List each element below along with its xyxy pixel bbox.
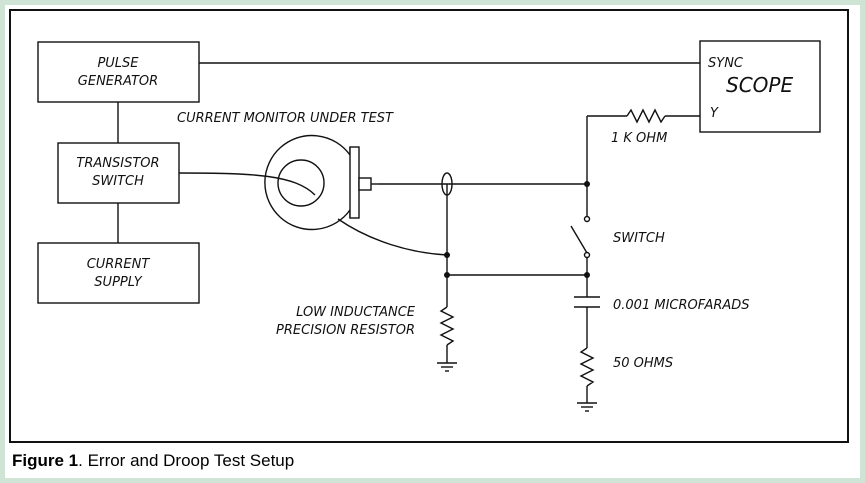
wire-primary-return bbox=[337, 218, 448, 256]
pulse-generator-block bbox=[37, 41, 200, 103]
precision-resistor-label-line1: LOW INDUCTANCE bbox=[296, 305, 416, 320]
resistor-50-icon bbox=[579, 347, 595, 387]
precision-resistor-icon bbox=[439, 306, 455, 346]
ground-icon-right bbox=[577, 402, 597, 412]
current-supply-label-line2: SUPPLY bbox=[94, 275, 142, 290]
pulse-generator-label-line2: GENERATOR bbox=[78, 74, 158, 89]
current-supply-label-line1: CURRENT bbox=[87, 257, 151, 272]
figure-caption-text: . Error and Droop Test Setup bbox=[78, 451, 295, 470]
pulse-generator-label-line1: PULSE bbox=[97, 56, 139, 71]
junction-dot bbox=[444, 272, 450, 278]
diagram-border bbox=[9, 9, 849, 443]
current-monitor-icon bbox=[264, 134, 379, 231]
switch-blade-icon bbox=[570, 225, 588, 254]
capacitor-label: 0.001 MICROFARADS bbox=[613, 298, 750, 313]
circuit-diagram: PULSE GENERATOR TRANSISTOR SWITCH CURREN… bbox=[9, 9, 849, 443]
scope-sync-label: SYNC bbox=[708, 56, 744, 71]
junction-dot bbox=[444, 252, 450, 258]
junction-dot bbox=[584, 181, 590, 187]
scope-y-label: Y bbox=[710, 106, 719, 121]
wire-primary-conductor bbox=[178, 172, 316, 196]
resistor-50-label: 50 OHMS bbox=[613, 356, 673, 371]
transistor-switch-label-line1: TRANSISTOR bbox=[76, 156, 159, 171]
precision-resistor-label-line2: PRECISION RESISTOR bbox=[276, 323, 415, 338]
transistor-switch-label-line2: SWITCH bbox=[92, 174, 144, 189]
figure-caption-number: Figure 1 bbox=[12, 451, 79, 470]
transistor-switch-block bbox=[57, 142, 180, 204]
junction-dot bbox=[584, 272, 590, 278]
current-monitor-label: CURRENT MONITOR UNDER TEST bbox=[177, 111, 394, 126]
current-supply-block bbox=[37, 242, 200, 304]
switch-contact-top bbox=[583, 215, 591, 223]
scope-title: SCOPE bbox=[726, 73, 793, 97]
ground-icon-left bbox=[437, 362, 457, 372]
figure-caption: Figure 1. Error and Droop Test Setup bbox=[12, 451, 294, 471]
switch-contact-bottom bbox=[583, 251, 591, 259]
switch-label: SWITCH bbox=[613, 231, 665, 246]
scope-block bbox=[699, 40, 821, 133]
figure: PULSE GENERATOR TRANSISTOR SWITCH CURREN… bbox=[5, 5, 860, 478]
resistor-1k-icon bbox=[626, 108, 666, 124]
resistor-1k-label: 1 K OHM bbox=[611, 131, 667, 146]
